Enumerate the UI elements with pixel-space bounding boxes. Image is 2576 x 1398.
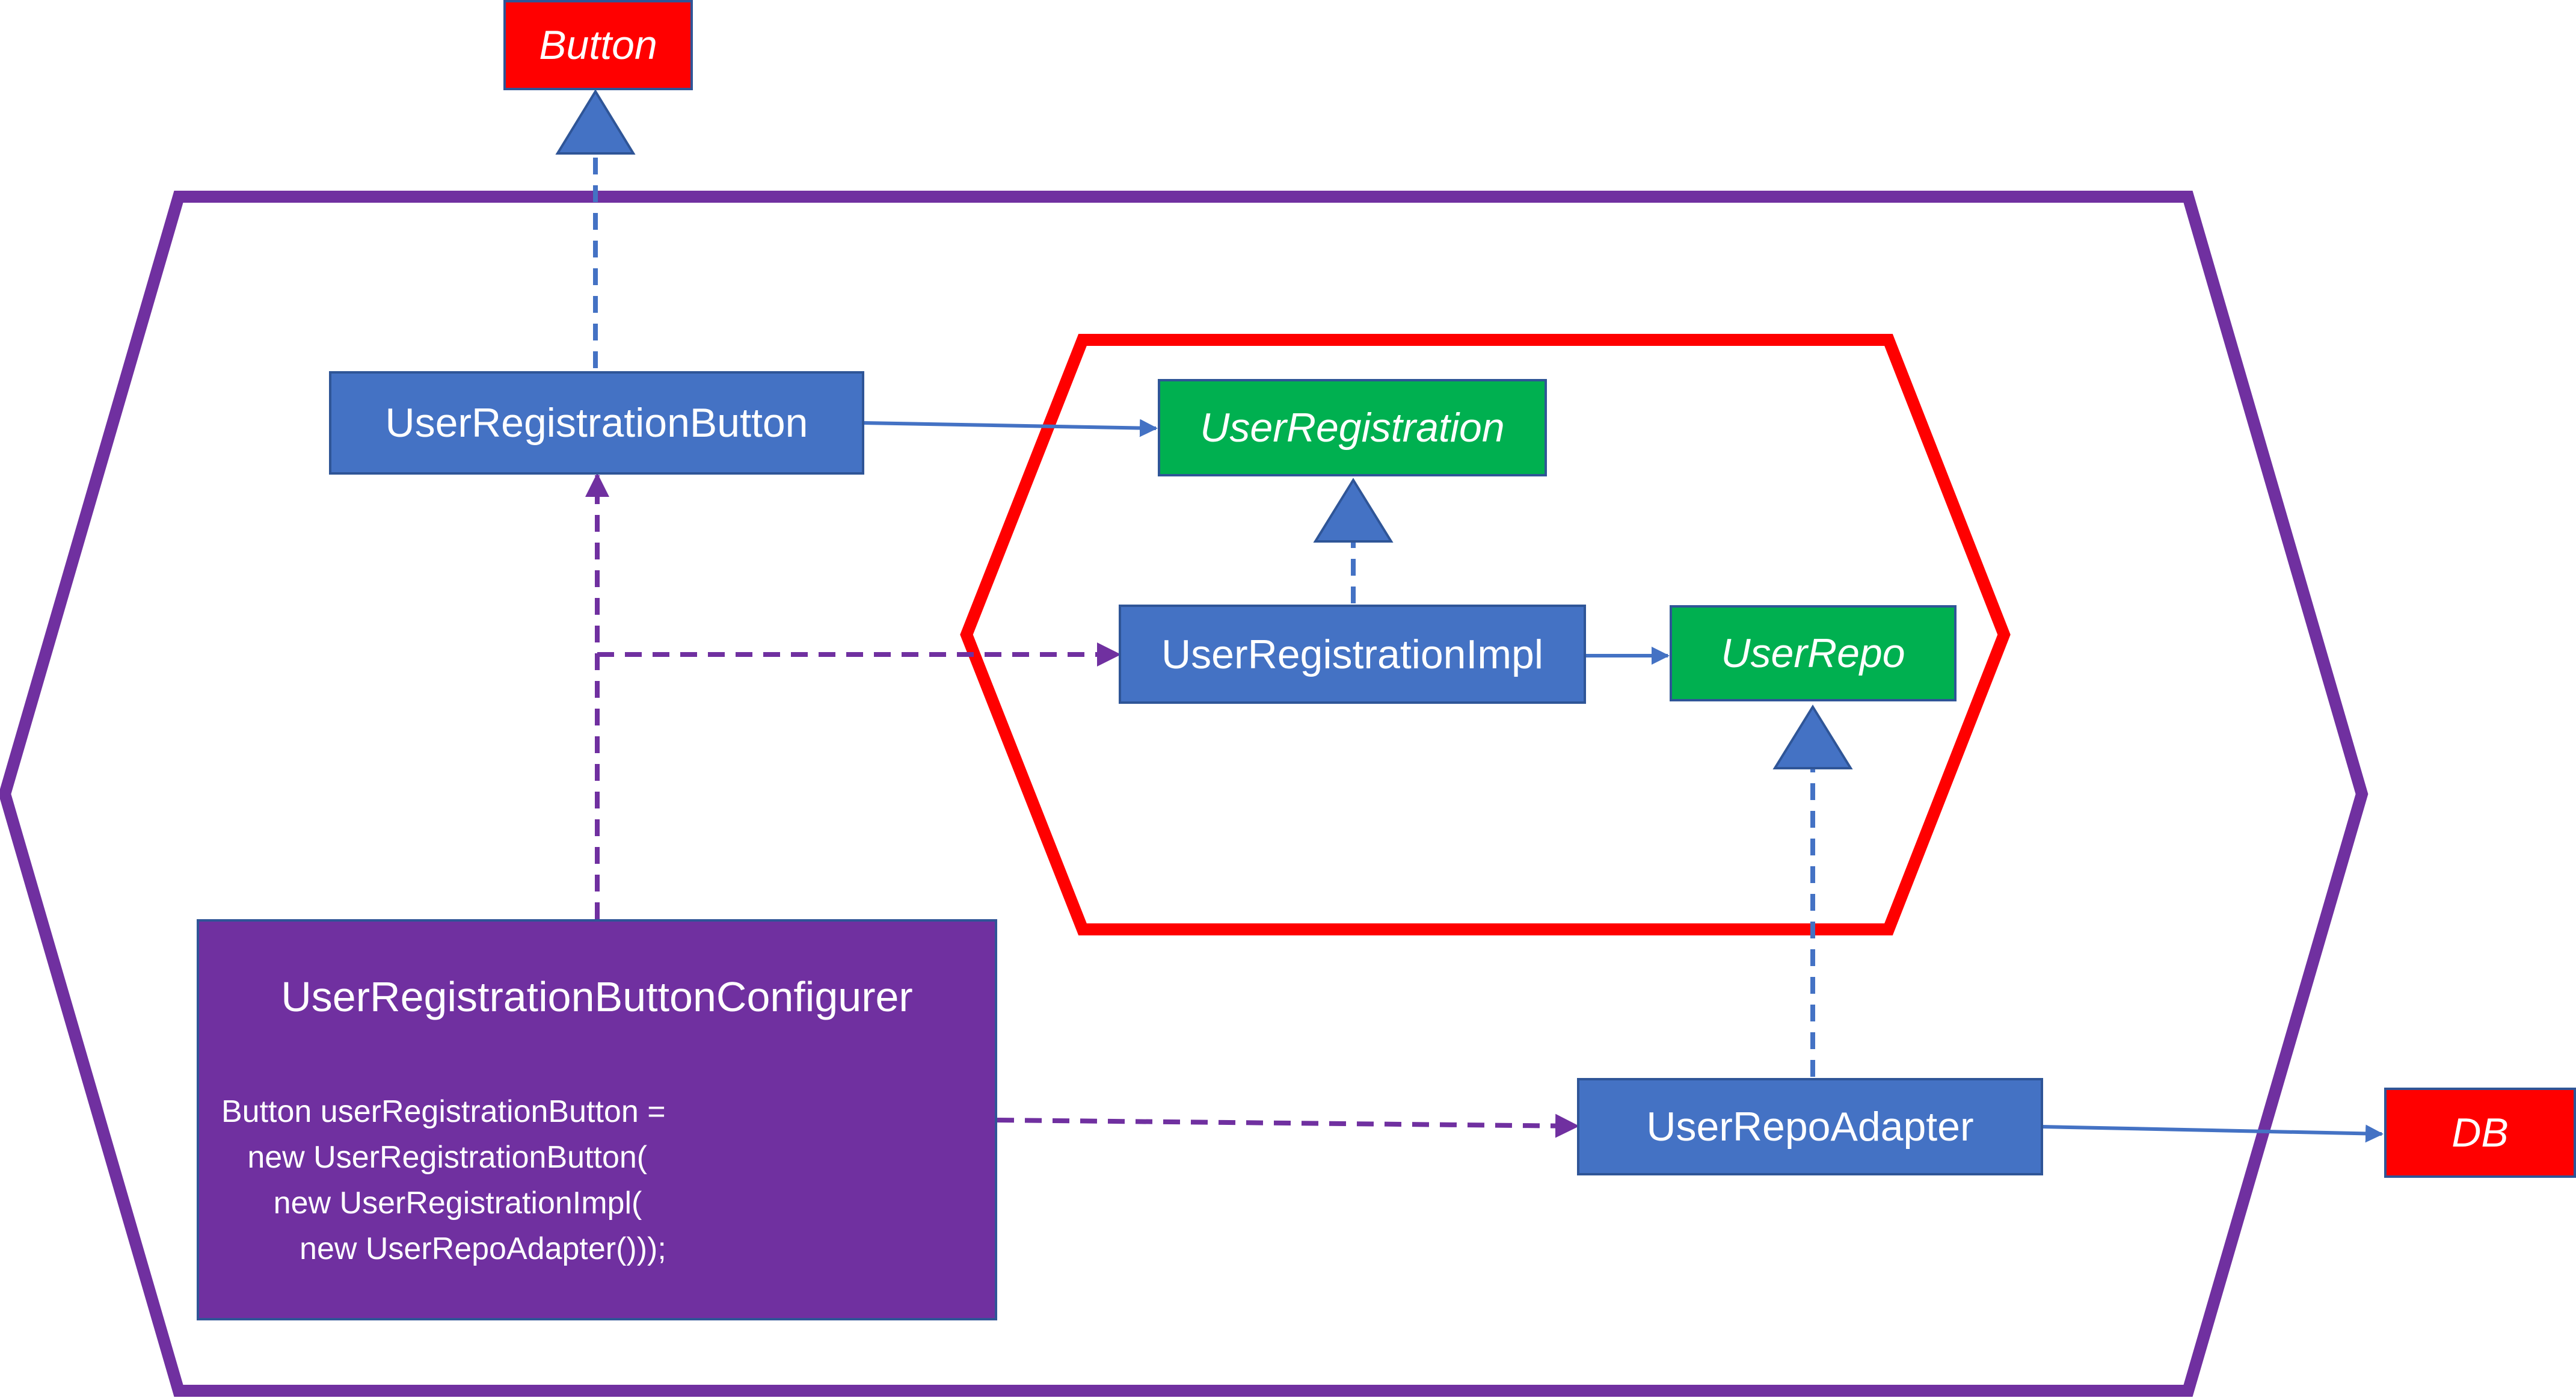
- adapter-to-db-arrow: [2042, 1124, 2384, 1143]
- configurer-code-line-4: new UserRepoAdapter()));: [221, 1231, 666, 1266]
- user-registration-impl-box: UserRegistrationImpl: [1119, 605, 1586, 704]
- implements-button-triangle: [555, 89, 636, 155]
- configurer-title: UserRegistrationButtonConfigurer: [281, 973, 913, 1020]
- button-interface-box: Button: [503, 0, 693, 90]
- configurer-code-line-3: new UserRegistrationImpl(: [221, 1186, 642, 1221]
- configurer-code-line-1: Button userRegistrationButton =: [221, 1094, 666, 1129]
- user-registration-impl-label: UserRegistrationImpl: [1161, 631, 1543, 677]
- configurer-box: UserRegistrationButtonConfigurer Button …: [197, 919, 997, 1320]
- button-to-registration-arrow: [862, 419, 1158, 437]
- user-registration-interface-box: UserRegistration: [1158, 379, 1547, 476]
- configurer-code-line-2: new UserRegistrationButton(: [221, 1140, 648, 1175]
- db-box: DB: [2384, 1088, 2576, 1178]
- user-registration-interface-label: UserRegistration: [1200, 405, 1505, 451]
- implements-registration-triangle: [1313, 478, 1394, 543]
- configurer-to-adapter-arrow: [997, 1113, 1579, 1138]
- button-interface-label: Button: [539, 22, 657, 68]
- outer-hexagon: [0, 191, 2369, 1397]
- user-registration-button-box: UserRegistrationButton: [329, 371, 864, 475]
- implements-repo-triangle: [1772, 704, 1853, 769]
- db-label: DB: [2452, 1110, 2509, 1156]
- user-registration-button-label: UserRegistrationButton: [385, 400, 808, 446]
- user-repo-interface-label: UserRepo: [1721, 630, 1905, 676]
- user-repo-adapter-label: UserRepoAdapter: [1646, 1104, 1974, 1150]
- user-repo-interface-box: UserRepo: [1670, 605, 1957, 701]
- inner-hexagon: [960, 334, 2011, 935]
- user-repo-adapter-box: UserRepoAdapter: [1577, 1078, 2043, 1175]
